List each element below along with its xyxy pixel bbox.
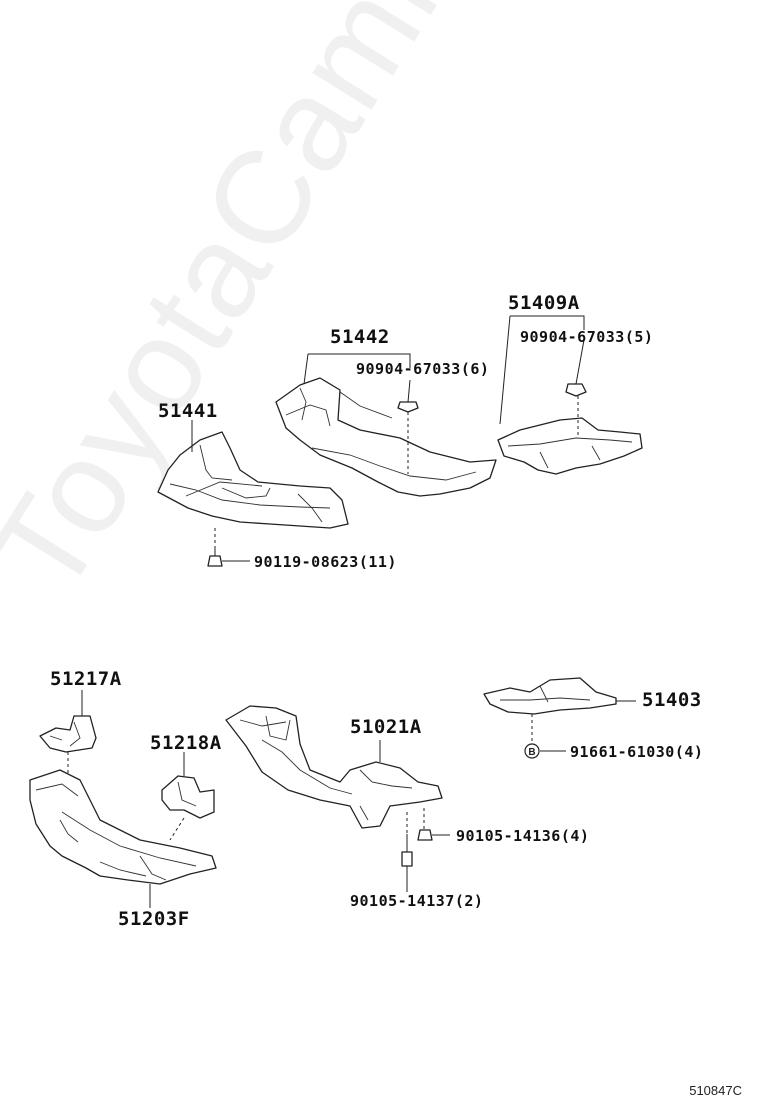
label-51442: 51442 [330, 326, 390, 348]
nut-91661: B [524, 743, 540, 759]
label-51441: 51441 [158, 400, 218, 422]
label-51217A: 51217A [50, 668, 122, 690]
label-51403: 51403 [642, 689, 702, 711]
label-91661-61030: 91661-61030(4) [570, 743, 704, 761]
label-51409A: 51409A [508, 292, 580, 314]
label-51021A: 51021A [350, 716, 422, 738]
diagram-code: 510847C [689, 1083, 742, 1098]
label-90904-67033-5: 90904-67033(5) [520, 328, 654, 346]
part-51403-bracket [483, 677, 617, 715]
part-51217A-bracket [39, 715, 97, 753]
grommet-51409A [565, 383, 587, 397]
label-90904-67033-6: 90904-67033(6) [356, 360, 490, 378]
label-90105-14137: 90105-14137(2) [350, 892, 484, 910]
b-marker-label: B [528, 747, 535, 758]
part-51203F-frame [29, 769, 217, 885]
label-90119-08623: 90119-08623(11) [254, 553, 397, 571]
grommet-51442 [397, 401, 419, 413]
bolt-90119 [207, 546, 223, 567]
label-90105-14136: 90105-14136(4) [456, 827, 590, 845]
bolt-90105-14137 [401, 834, 413, 867]
bolt-90105-14136 [417, 829, 433, 841]
part-51441-cover [157, 431, 349, 529]
part-51442-cover [275, 377, 497, 497]
label-51218A: 51218A [150, 732, 222, 754]
part-51409A-cover [497, 417, 643, 475]
part-51021A-crossmember [225, 705, 443, 829]
label-51203F: 51203F [118, 908, 190, 930]
part-51218A-bracket [161, 775, 215, 819]
